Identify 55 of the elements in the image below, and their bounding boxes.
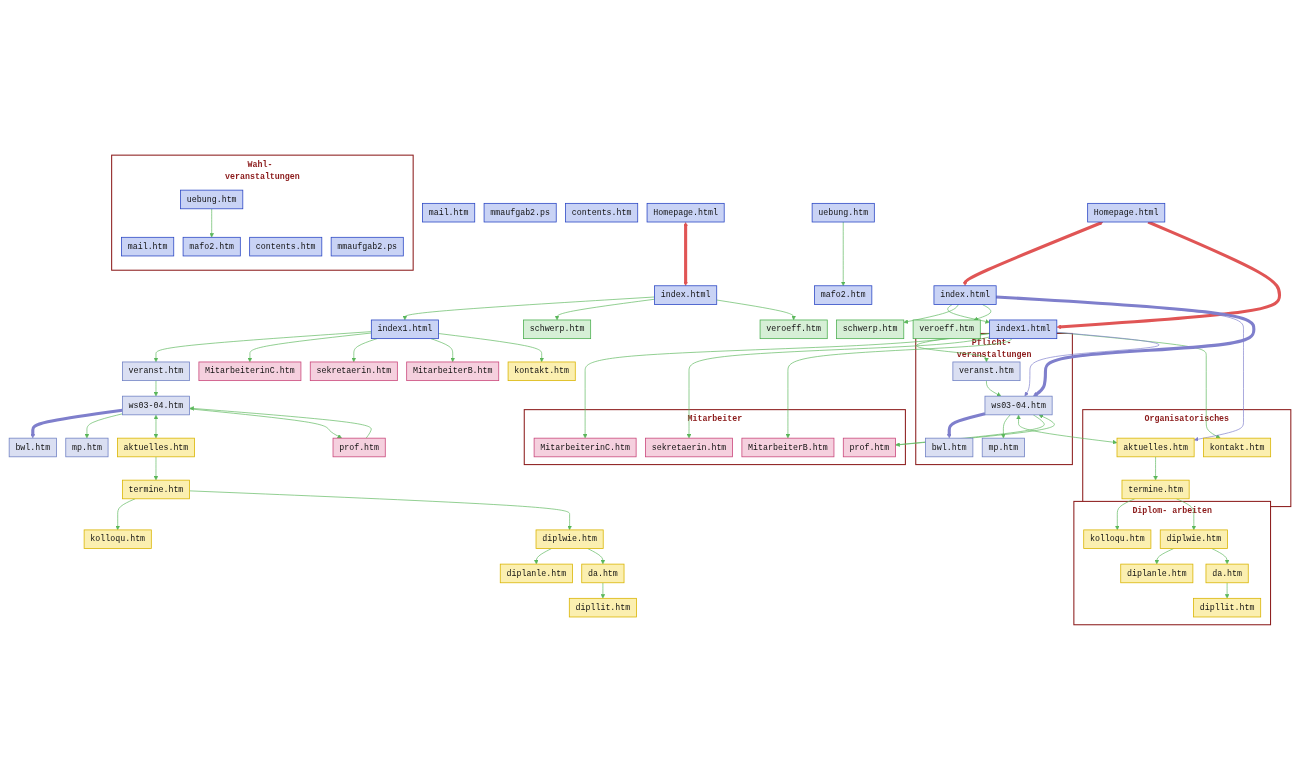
- node-box: index.html: [933, 285, 997, 305]
- node-box: prof.htm: [842, 437, 896, 458]
- node-box: da.htm: [581, 563, 625, 584]
- node-box: contents.htm: [249, 236, 323, 257]
- node-box: sekretaerin.htm: [645, 437, 733, 458]
- node-box: Homepage.html: [1087, 203, 1166, 223]
- node-box: mp.htm: [65, 437, 109, 458]
- node-box: aktuelles.htm: [117, 437, 195, 458]
- node-box: mp.htm: [981, 437, 1025, 458]
- arrow: [962, 221, 1104, 286]
- node-box: MitarbeiterB.htm: [741, 437, 835, 458]
- node-box: dipllit.htm: [568, 598, 637, 618]
- node-box: MitarbeiterB.htm: [406, 361, 500, 382]
- node-box: veranst.htm: [952, 361, 1021, 382]
- node-box: schwerp.htm: [523, 319, 592, 340]
- node-box: mafo2.htm: [182, 236, 241, 257]
- node-box: bwl.htm: [925, 437, 974, 458]
- node-box: kontakt.htm: [507, 361, 576, 382]
- node-box: index1.html: [989, 319, 1058, 340]
- node-box: dipllit.htm: [1193, 598, 1262, 618]
- node-box: kolloqu.htm: [1083, 529, 1152, 549]
- node-box: uebung.htm: [811, 203, 875, 223]
- node-box: mmaufgab2.ps: [483, 203, 557, 223]
- node-box: termine.htm: [122, 479, 190, 500]
- node-box: mmaufgab2.ps: [330, 236, 404, 257]
- node-box: veranst.htm: [122, 361, 190, 382]
- node-box: mafo2.htm: [814, 285, 873, 305]
- node-box: bwl.htm: [8, 437, 57, 458]
- node-box: uebung.htm: [180, 189, 244, 210]
- arrow: [683, 222, 688, 286]
- arrow: [946, 412, 986, 439]
- node-box: prof.htm: [332, 437, 386, 458]
- node-box: diplwie.htm: [535, 529, 604, 549]
- node-box: index.html: [654, 285, 718, 305]
- node-box: veroeff.htm: [759, 319, 828, 340]
- node-box: mail.htm: [422, 203, 476, 223]
- node-box: MitarbeiterinC.htm: [533, 437, 637, 458]
- node-box: termine.htm: [1121, 479, 1190, 500]
- node-box: sekretaerin.htm: [309, 361, 398, 382]
- node-box: index1.html: [370, 319, 439, 340]
- node-box: veroeff.htm: [912, 319, 981, 340]
- node-box: kontakt.htm: [1203, 437, 1272, 458]
- node-box: mail.htm: [121, 236, 175, 257]
- node-box: Homepage.html: [646, 203, 725, 223]
- node-box: ws03-04.htm: [122, 395, 190, 416]
- node-box: ws03-04.htm: [984, 395, 1053, 416]
- node-box: diplanle.htm: [1120, 563, 1194, 584]
- node-box: aktuelles.htm: [1116, 437, 1195, 458]
- node-box: diplwie.htm: [1159, 529, 1228, 549]
- node-box: da.htm: [1205, 563, 1249, 584]
- node-box: contents.htm: [565, 203, 639, 223]
- node-box: schwerp.htm: [836, 319, 905, 340]
- node-box: MitarbeiterinC.htm: [198, 361, 302, 382]
- node-box: diplanle.htm: [499, 563, 573, 584]
- node-box: kolloqu.htm: [83, 529, 152, 549]
